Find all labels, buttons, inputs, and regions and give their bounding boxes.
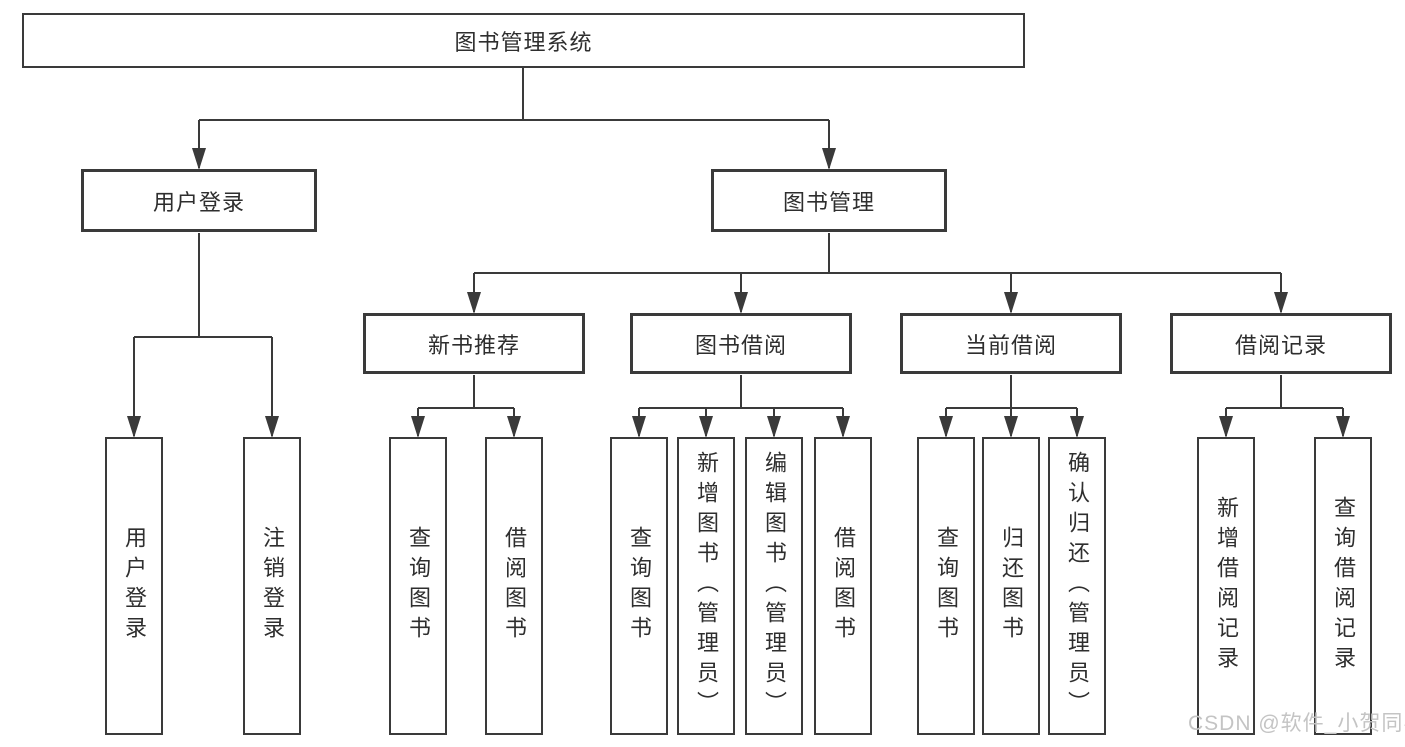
- node-borrow-records: 借阅记录: [1170, 313, 1392, 374]
- node-new-book-recommend: 新书推荐: [363, 313, 585, 374]
- csdn-watermark: CSDN @软件_小贺同学: [1188, 712, 1405, 735]
- leaf-user-login-label: 用户登录: [122, 526, 147, 646]
- leaf-query-books-recommend: 查询图书: [389, 437, 447, 735]
- leaf-add-borrow-record-label: 新增借阅记录: [1214, 496, 1239, 676]
- connector-stems: [133, 68, 1344, 436]
- node-book-management: 图书管理: [711, 169, 947, 232]
- leaf-query-books-current-label: 查询图书: [934, 526, 959, 646]
- node-library-management-system: 图书管理系统: [22, 13, 1025, 68]
- leaf-user-login: 用户登录: [105, 437, 163, 735]
- leaf-borrow-books-recommend: 借阅图书: [485, 437, 543, 735]
- leaf-return-book-label: 归还图书: [999, 526, 1024, 646]
- leaf-query-borrow-record: 查询借阅记录: [1314, 437, 1372, 735]
- leaf-logout: 注销登录: [243, 437, 301, 735]
- leaf-borrow-books-recommend-label: 借阅图书: [502, 526, 527, 646]
- leaf-borrow-books-label: 借阅图书: [831, 526, 856, 646]
- leaf-borrow-books: 借阅图书: [814, 437, 872, 735]
- node-current-borrow: 当前借阅: [900, 313, 1122, 374]
- leaf-query-borrow-record-label: 查询借阅记录: [1331, 496, 1356, 676]
- leaf-logout-label: 注销登录: [260, 526, 285, 646]
- leaf-query-books-recommend-label: 查询图书: [406, 526, 431, 646]
- leaf-confirm-return-admin: 确认归还（管理员）: [1048, 437, 1106, 735]
- leaf-add-book-admin-label: 新增图书（管理员）: [694, 451, 719, 721]
- arrowhead-icons: [127, 148, 1350, 438]
- leaf-return-book: 归还图书: [982, 437, 1040, 735]
- leaf-edit-book-admin: 编辑图书（管理员）: [745, 437, 803, 735]
- leaf-query-books-borrow-label: 查询图书: [627, 526, 652, 646]
- node-user-login: 用户登录: [81, 169, 317, 232]
- leaf-query-books-current: 查询图书: [917, 437, 975, 735]
- leaf-add-book-admin: 新增图书（管理员）: [677, 437, 735, 735]
- node-book-borrow: 图书借阅: [630, 313, 852, 374]
- leaf-confirm-return-admin-label: 确认归还（管理员）: [1065, 451, 1090, 721]
- leaf-query-books-borrow: 查询图书: [610, 437, 668, 735]
- leaf-edit-book-admin-label: 编辑图书（管理员）: [762, 451, 787, 721]
- leaf-add-borrow-record: 新增借阅记录: [1197, 437, 1255, 735]
